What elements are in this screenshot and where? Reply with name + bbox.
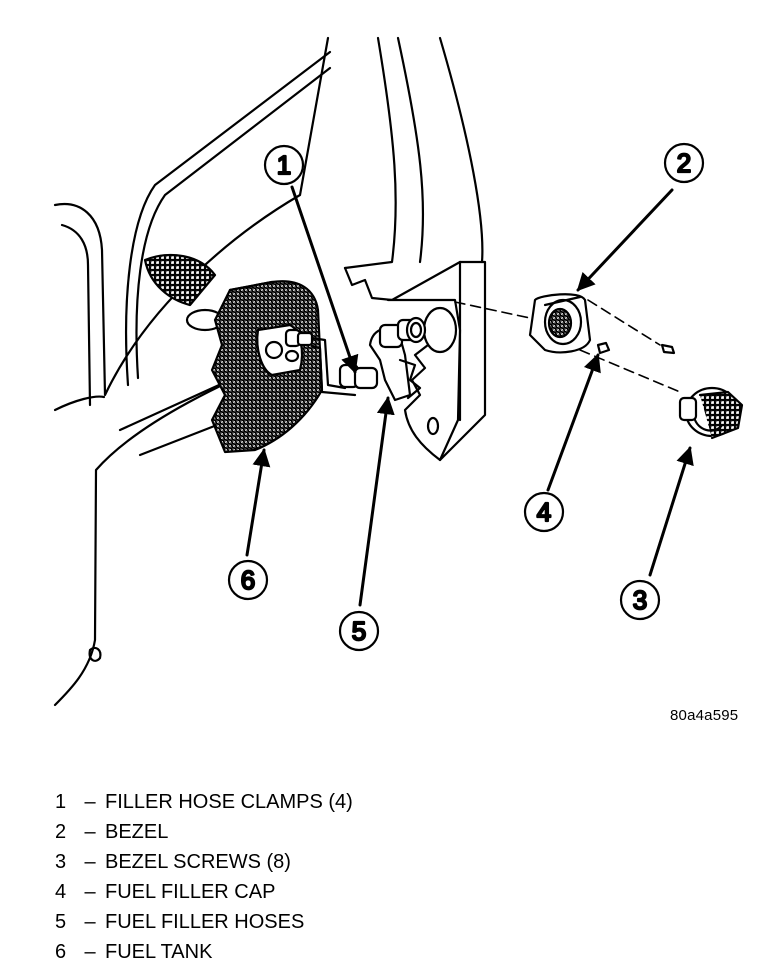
legend-number: 5	[55, 911, 67, 933]
legend-item: 6–FUEL TANK	[55, 937, 353, 967]
legend-label: BEZEL SCREWS (8)	[105, 851, 291, 873]
filler-hoses	[310, 316, 427, 402]
fuel-filler-cap	[678, 386, 744, 440]
legend-separator: –	[84, 911, 96, 933]
legend-number: 6	[55, 941, 67, 963]
svg-text:2: 2	[677, 148, 691, 178]
callout-5: 5	[338, 610, 380, 652]
legend-label: FUEL TANK	[105, 941, 213, 963]
legend-number: 1	[55, 791, 67, 813]
fuel-filler-illustration: 1 2 3 4 5 6	[53, 36, 744, 707]
legend-number: 2	[55, 821, 67, 843]
legend-item: 4–FUEL FILLER CAP	[55, 877, 353, 907]
leader-arrows	[245, 185, 694, 607]
svg-text:1: 1	[277, 150, 291, 180]
body-panel	[53, 36, 332, 707]
svg-text:4: 4	[537, 497, 551, 527]
legend-label: BEZEL	[105, 821, 169, 843]
legend-item: 2–BEZEL	[55, 817, 353, 847]
legend-number: 4	[55, 881, 67, 903]
callout-4: 4	[523, 491, 565, 533]
svg-text:6: 6	[241, 565, 255, 595]
legend-label: FUEL FILLER CAP	[105, 881, 276, 903]
legend-item: 1–FILLER HOSE CLAMPS (4)	[55, 787, 353, 817]
fuel-tank	[210, 280, 324, 454]
callout-2: 2	[663, 142, 705, 184]
callout-3: 3	[619, 579, 661, 621]
svg-text:3: 3	[633, 585, 647, 615]
figure-code: 80a4a595	[670, 707, 739, 724]
legend-item: 3–BEZEL SCREWS (8)	[55, 847, 353, 877]
callout-1: 1	[263, 144, 305, 186]
bezel-screws	[596, 341, 676, 355]
legend-separator: –	[84, 851, 96, 873]
legend-label: FUEL FILLER HOSES	[105, 911, 305, 933]
legend-separator: –	[84, 791, 96, 813]
legend: 1–FILLER HOSE CLAMPS (4) 2–BEZEL 3–BEZEL…	[55, 787, 353, 967]
legend-separator: –	[84, 821, 96, 843]
legend-separator: –	[84, 881, 96, 903]
legend-label: FILLER HOSE CLAMPS (4)	[105, 791, 353, 813]
pillar	[343, 36, 487, 462]
callout-6: 6	[227, 559, 269, 601]
bezel	[528, 293, 681, 393]
svg-text:5: 5	[352, 616, 366, 646]
legend-item: 5–FUEL FILLER HOSES	[55, 907, 353, 937]
legend-separator: –	[84, 941, 96, 963]
legend-number: 3	[55, 851, 67, 873]
